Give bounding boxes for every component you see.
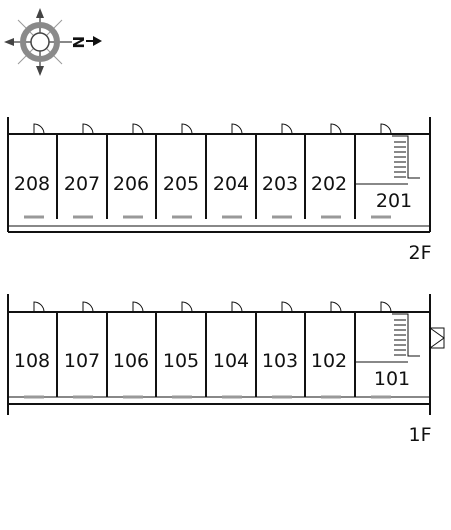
door-204 [231, 123, 243, 135]
door-206 [132, 123, 144, 135]
door-105 [181, 301, 193, 313]
door-108 [33, 301, 45, 313]
door-103 [281, 301, 293, 313]
door-203 [281, 123, 293, 135]
door-202 [330, 123, 342, 135]
unit-101: 101 [374, 368, 410, 390]
entrance-door-swing [429, 327, 445, 349]
unit-207: 207 [64, 173, 100, 195]
stairs-2f [392, 135, 420, 179]
stairs-1f [392, 313, 420, 357]
unit-106: 106 [113, 350, 149, 372]
door-106 [132, 301, 144, 313]
door-208 [33, 123, 45, 135]
door-201 [380, 123, 392, 135]
floor-2f: 208 207 206 205 204 203 202 201 2F [7, 117, 432, 264]
unit-201: 201 [376, 190, 412, 212]
north-letter: N [69, 36, 87, 49]
unit-204: 204 [213, 173, 249, 195]
compass-rose-icon: N [4, 8, 102, 76]
door-107 [82, 301, 94, 313]
entrance-door-icon [429, 327, 445, 349]
door-101 [380, 301, 392, 313]
unit-104: 104 [213, 350, 249, 372]
floor-label-1f: 1F [408, 424, 431, 446]
door-104 [231, 301, 243, 313]
unit-105: 105 [163, 350, 199, 372]
floor-label-2f: 2F [408, 242, 431, 264]
door-207 [82, 123, 94, 135]
floor-1f: 108 107 106 105 104 103 102 101 1F [7, 294, 445, 446]
unit-205: 205 [163, 173, 199, 195]
unit-203: 203 [262, 173, 298, 195]
door-102 [330, 301, 342, 313]
unit-103: 103 [262, 350, 298, 372]
door-205 [181, 123, 193, 135]
unit-208: 208 [14, 173, 50, 195]
unit-107: 107 [64, 350, 100, 372]
unit-108: 108 [14, 350, 50, 372]
unit-206: 206 [113, 173, 149, 195]
unit-202: 202 [311, 173, 347, 195]
unit-102: 102 [311, 350, 347, 372]
